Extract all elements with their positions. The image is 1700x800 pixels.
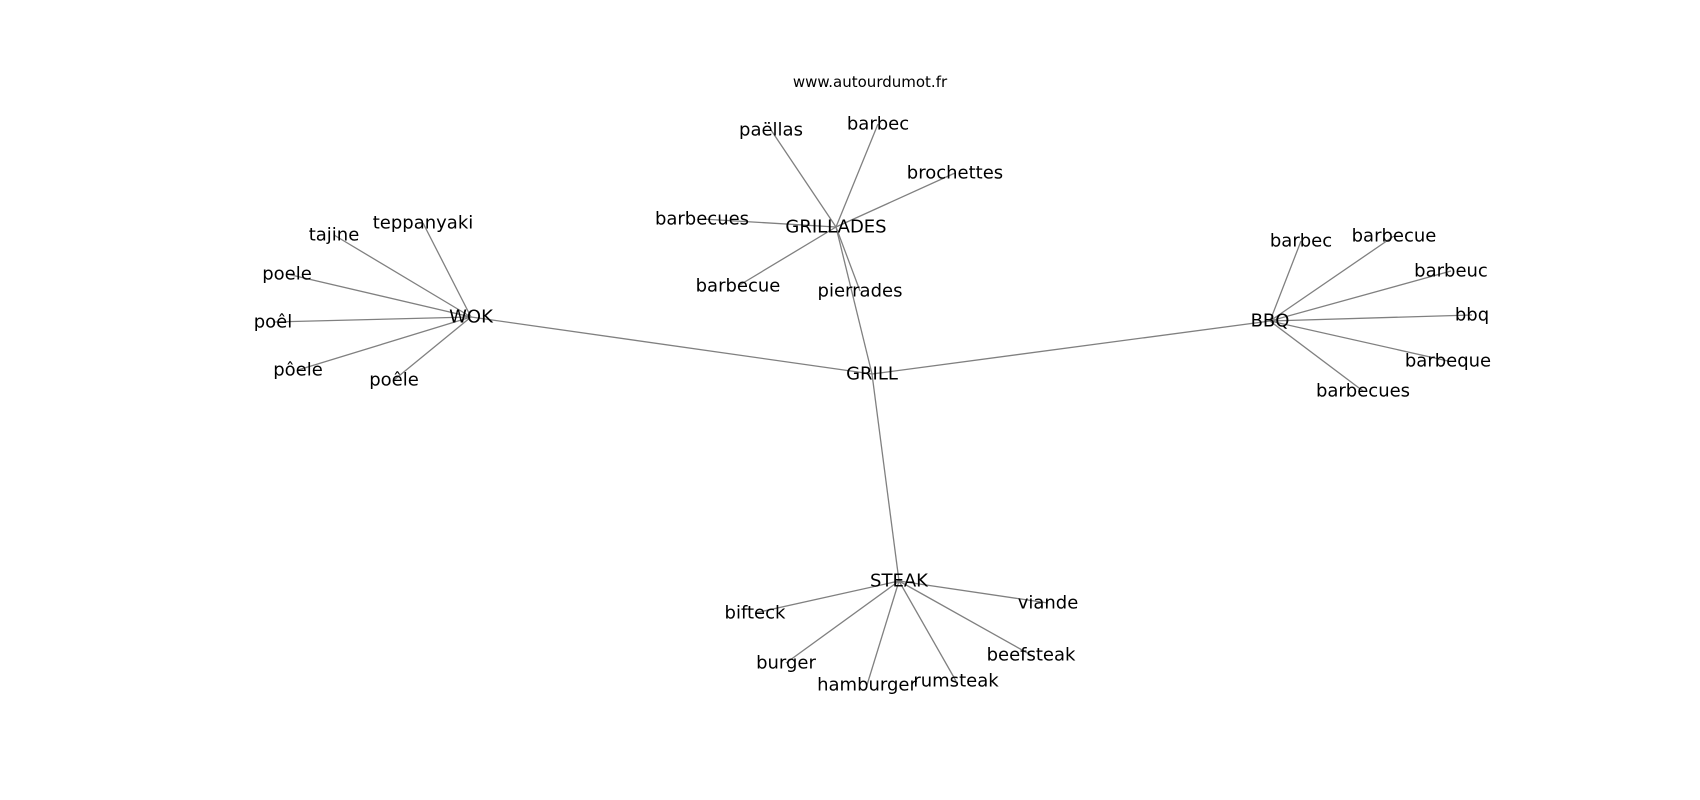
node-label-bbq_l[interactable]: bbq xyxy=(1455,305,1489,326)
node-label-paellas[interactable]: paëllas xyxy=(739,120,803,141)
edge-grillades-barbecue1 xyxy=(737,226,837,287)
edge-bbq-barbecue2 xyxy=(1269,235,1395,322)
node-label-pierrades[interactable]: pierrades xyxy=(818,281,903,302)
edge-bbq-barbec2 xyxy=(1269,240,1302,322)
edge-bbq-barbeque xyxy=(1269,320,1449,362)
node-label-tajine[interactable]: tajine xyxy=(309,225,360,246)
edge-grillades-barbec1 xyxy=(835,123,879,228)
edge-steak-bifteck xyxy=(754,580,900,614)
node-label-poele[interactable]: poele xyxy=(262,264,312,285)
edge-bbq-bbq_l xyxy=(1269,314,1473,322)
edge-steak-hamburger xyxy=(866,580,900,686)
node-label-grillades[interactable]: GRILLADES xyxy=(785,217,886,238)
node-label-burger[interactable]: burger xyxy=(756,653,816,674)
node-label-beefsteak[interactable]: beefsteak xyxy=(987,645,1076,666)
edge-steak-viande xyxy=(898,580,1049,604)
node-label-barbecues1[interactable]: barbecues xyxy=(655,209,749,230)
edge-wok-poele2 xyxy=(297,316,472,371)
edge-grillades-brochettes xyxy=(835,172,956,228)
node-label-barbecues2[interactable]: barbecues xyxy=(1316,381,1410,402)
node-label-poel[interactable]: poêl xyxy=(254,312,293,333)
node-label-hamburger[interactable]: hamburger xyxy=(817,675,917,696)
watermark: www.autourdumot.fr xyxy=(792,73,948,91)
node-label-grill[interactable]: GRILL xyxy=(846,364,898,385)
edge-grill-steak xyxy=(871,373,900,582)
edge-bbq-barbeuc xyxy=(1269,270,1452,322)
node-label-barbeuc[interactable]: barbeuc xyxy=(1414,261,1488,282)
edge-grill-grillades xyxy=(835,226,873,375)
edge-grillades-barbecues1 xyxy=(701,218,837,228)
edge-wok-tajine xyxy=(333,234,472,318)
node-label-barbec1[interactable]: barbec xyxy=(847,114,909,135)
node-label-barbecue1[interactable]: barbecue xyxy=(696,276,781,297)
node-label-poele3[interactable]: poêle xyxy=(369,370,419,391)
edge-grillades-pierrades xyxy=(835,226,861,292)
node-label-rumsteak[interactable]: rumsteak xyxy=(913,671,999,692)
node-label-bbq[interactable]: BBQ xyxy=(1251,311,1290,332)
node-label-barbeque[interactable]: barbeque xyxy=(1405,351,1491,372)
node-label-brochettes[interactable]: brochettes xyxy=(907,163,1003,184)
node-label-teppanyaki[interactable]: teppanyaki xyxy=(373,213,474,234)
edge-grill-bbq xyxy=(871,320,1271,375)
edge-steak-burger xyxy=(785,580,900,664)
edge-wok-poel xyxy=(272,316,472,323)
edges-layer xyxy=(272,123,1473,686)
node-label-barbecue2[interactable]: barbecue xyxy=(1352,226,1437,247)
edge-grill-wok xyxy=(470,316,873,375)
edge-steak-beefsteak xyxy=(898,580,1032,656)
node-label-viande[interactable]: viande xyxy=(1018,593,1079,614)
node-label-bifteck[interactable]: bifteck xyxy=(725,603,786,624)
labels-layer: GRILL GRILLADES WOK BBQ STEAK paëllas barbec br… xyxy=(254,114,1491,696)
edge-steak-rumsteak xyxy=(898,580,957,682)
node-label-wok[interactable]: WOK xyxy=(449,307,494,328)
edge-wok-poele3 xyxy=(393,316,472,381)
edge-bbq-barbecues2 xyxy=(1269,320,1364,392)
node-label-steak[interactable]: STEAK xyxy=(870,571,929,592)
node-label-poele2[interactable]: pôele xyxy=(273,360,323,381)
edge-wok-poele xyxy=(286,273,472,318)
node-label-barbec2[interactable]: barbec xyxy=(1270,231,1332,252)
edge-wok-teppanyaki xyxy=(422,222,472,318)
edge-grillades-paellas xyxy=(770,129,837,228)
